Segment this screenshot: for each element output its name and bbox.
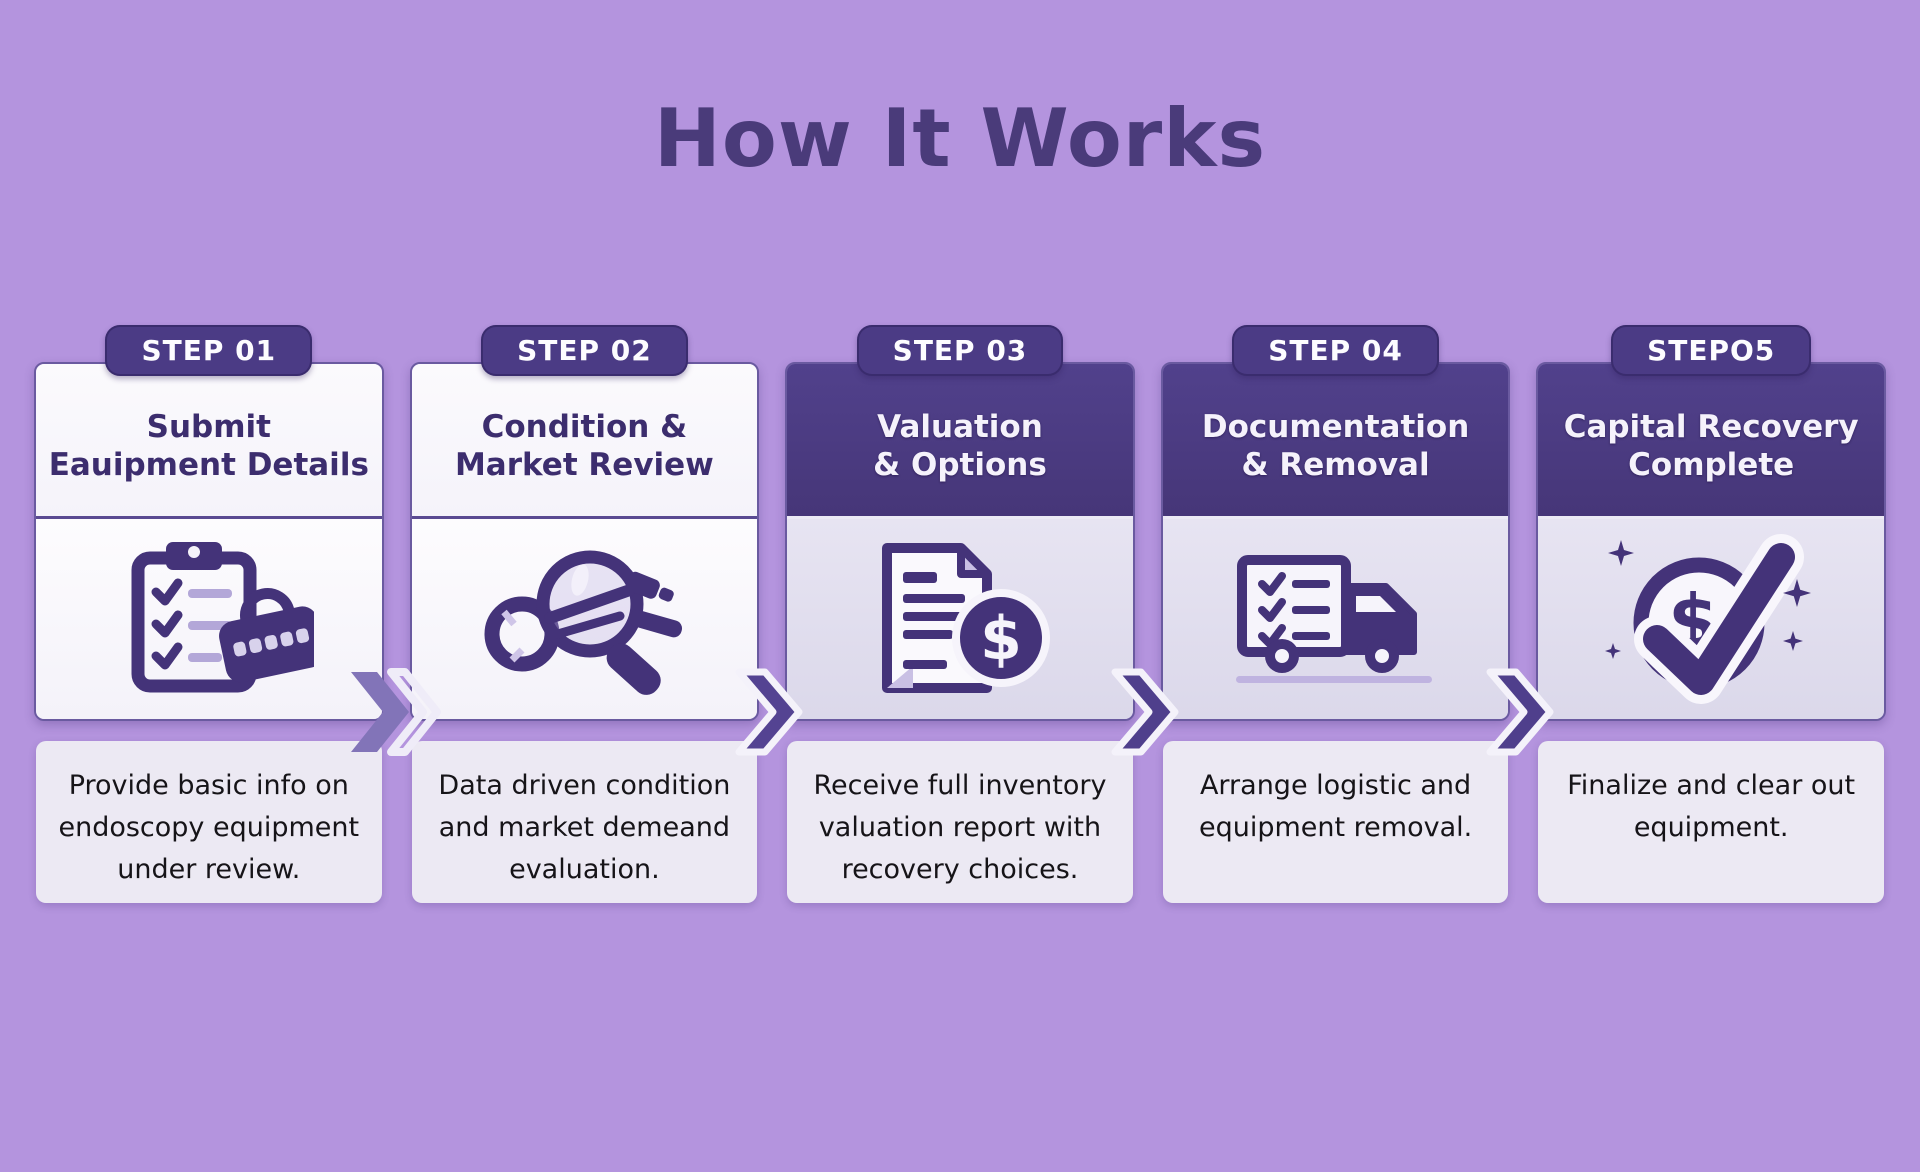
step-2-badge: STEP 02 — [481, 325, 688, 376]
step-1-badge: STEP 01 — [105, 325, 313, 376]
valuation-report-dollar-icon: $ — [881, 543, 1050, 693]
step-1-description: Provide basic info on endoscopy equipmen… — [36, 741, 382, 903]
step-3-icon-area: $ — [787, 519, 1133, 719]
dollar-check-sparkles-icon: $ — [1605, 534, 1812, 704]
step-5-card: Capital Recovery Complete $ — [1536, 362, 1886, 721]
step-5-title-line2: Complete — [1628, 447, 1795, 483]
step-5-title-line1: Capital Recovery — [1563, 409, 1859, 446]
step-5-badge: STEPO5 — [1611, 325, 1812, 376]
step-4-icon-area — [1162, 519, 1509, 719]
step-2: STEP 02 Condition & Market Review — [409, 325, 760, 903]
step-2-icon-area — [411, 519, 758, 719]
step-4-description: Arrange logistic and equipment removal. — [1162, 741, 1509, 903]
step-1-card: Submit Eauipment Details — [34, 362, 384, 721]
steps-row: STEP 01 Submit Eauipment Details — [0, 325, 1920, 903]
clipboard-checklist-icon — [131, 542, 314, 693]
chevron-right-icon — [1486, 668, 1554, 756]
step-5: STEPO5 Capital Recovery Complete $ — [1536, 325, 1886, 903]
step-2-description: Data driven condition and market demeand… — [411, 741, 758, 903]
magnifier-endoscope-icon — [484, 550, 683, 695]
chevron-right-icon — [351, 668, 441, 756]
truck-checklist-icon — [1235, 555, 1432, 683]
step-4-title: Documentation & Removal — [1162, 364, 1509, 519]
step-2-title-line1: Condition & — [481, 409, 688, 446]
page-title: How It Works — [653, 92, 1267, 185]
step-3-title-line2: & Options — [873, 447, 1047, 483]
step-4-badge: STEP 04 — [1232, 325, 1439, 376]
step-2-title: Condition & Market Review — [411, 364, 758, 519]
step-4: STEP 04 Documentation & Removal — [1160, 325, 1511, 903]
step-1-title: Submit Eauipment Details — [36, 364, 382, 519]
dollar-sign-glyph: $ — [980, 604, 1022, 674]
step-2-card: Condition & Market Review — [409, 362, 760, 721]
step-3-description: Receive full inventory valuation report … — [787, 741, 1133, 903]
step-1-title-line2: Eauipment Details — [48, 447, 369, 483]
step-5-title: Capital Recovery Complete — [1538, 364, 1884, 519]
step-4-card: Documentation & Removal — [1160, 362, 1511, 721]
step-1-title-line1: Submit — [146, 409, 271, 446]
step-5-icon-area: $ — [1538, 519, 1884, 719]
step-2-title-line2: Market Review — [454, 447, 714, 483]
step-3-card: Valuation & Options $ — [785, 362, 1135, 721]
step-1-icon-area — [36, 519, 382, 719]
step-5-description: Finalize and clear out equipment. — [1538, 741, 1884, 903]
chevron-right-icon — [735, 668, 803, 756]
step-4-title-line1: Documentation — [1201, 409, 1470, 446]
step-3-title-line1: Valuation — [877, 409, 1043, 446]
step-1: STEP 01 Submit Eauipment Details — [34, 325, 384, 903]
step-3-badge: STEP 03 — [856, 325, 1064, 376]
chevron-right-icon — [1111, 668, 1179, 756]
step-4-title-line2: & Removal — [1241, 447, 1430, 483]
step-3: STEP 03 Valuation & Options $ — [785, 325, 1135, 903]
step-3-title: Valuation & Options — [787, 364, 1133, 519]
